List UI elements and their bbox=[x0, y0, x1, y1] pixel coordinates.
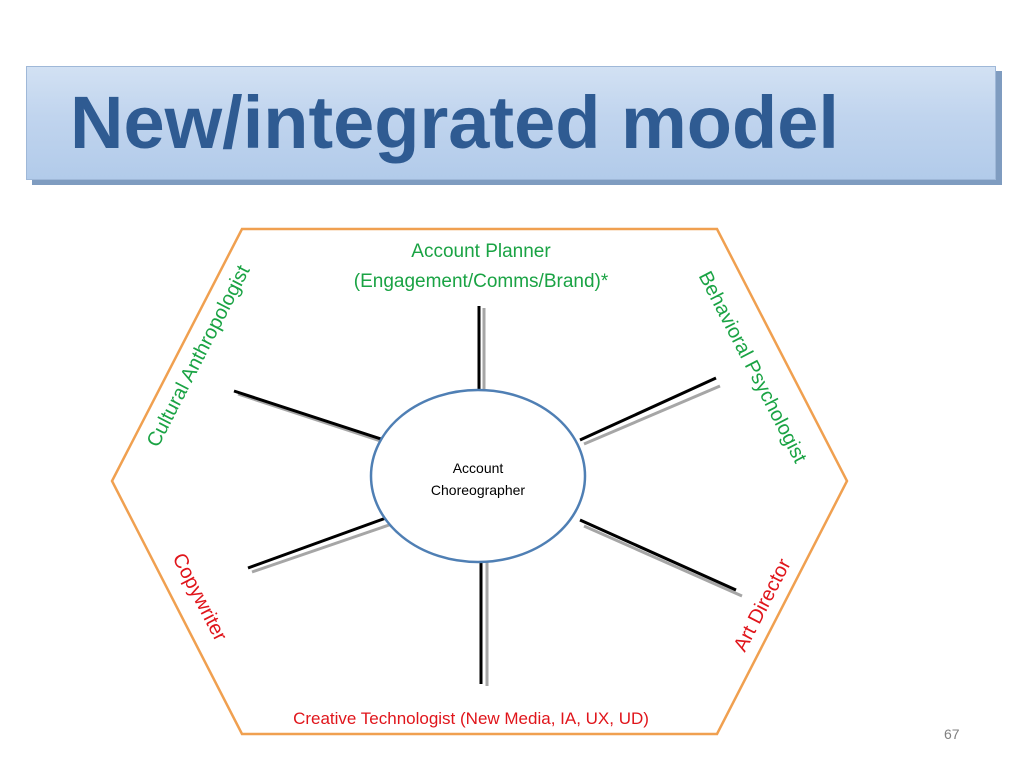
page-number: 67 bbox=[944, 726, 960, 742]
center-circle bbox=[369, 388, 587, 564]
title-banner bbox=[26, 66, 996, 180]
center-label-line2: Choreographer bbox=[431, 482, 526, 498]
spoke-lower-right bbox=[579, 518, 743, 598]
role-account-planner-detail: (Engagement/Comms/Brand)* bbox=[354, 271, 609, 292]
spoke-bottom bbox=[479, 552, 489, 686]
role-creative-technologist: Creative Technologist (New Media, IA, UX… bbox=[293, 709, 649, 728]
hexagon-frame bbox=[110, 227, 849, 736]
slide-title: New/integrated model bbox=[70, 81, 839, 164]
role-art-director: Art Director bbox=[730, 555, 796, 655]
spoke-lower-left bbox=[247, 516, 393, 574]
role-account-planner: Account Planner bbox=[411, 241, 551, 262]
spoke-upper-right bbox=[579, 376, 721, 446]
role-copywriter: Copywriter bbox=[168, 550, 232, 645]
role-cultural-anthropologist: Cultural Anthropologist bbox=[143, 261, 255, 450]
center-label-line1: Account bbox=[453, 460, 504, 476]
spoke-upper-left bbox=[233, 389, 391, 446]
spoke-top bbox=[477, 306, 486, 398]
